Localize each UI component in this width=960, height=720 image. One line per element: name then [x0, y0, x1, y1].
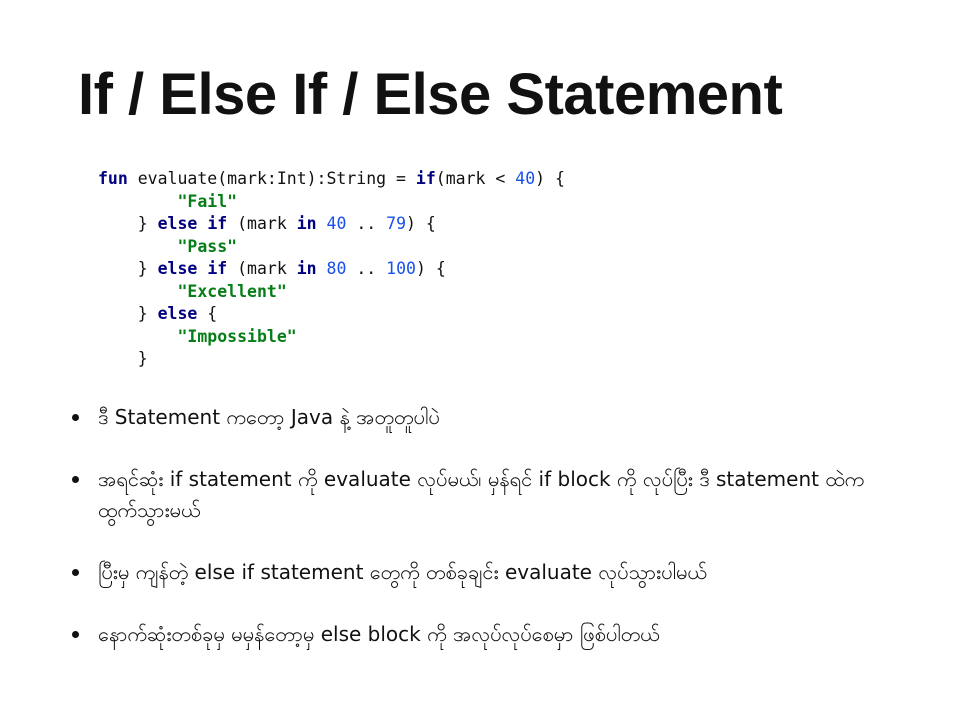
code-keyword: else [157, 259, 198, 278]
bullet-dot-icon [72, 631, 79, 638]
code-text: } [137, 214, 158, 233]
code-text: } [137, 259, 158, 278]
code-text: .. [346, 259, 387, 278]
bullet-dot-icon [72, 476, 79, 483]
bullet-item: ဒီ Statement ကတော့ Java နဲ့ အတူတူပါပဲ [64, 402, 904, 433]
code-line-1: fun evaluate(mark:Int):String = if(mark … [98, 168, 565, 191]
bullet-text: အရင်ဆုံး if statement ကို evaluate လုပ်မ… [98, 467, 865, 522]
code-text [317, 214, 327, 233]
code-number: 40 [515, 169, 536, 188]
slide-title: If / Else If / Else Statement [78, 62, 783, 127]
code-keyword: if [207, 214, 228, 233]
code-line-2: "Fail" [98, 191, 565, 214]
code-keyword: in [296, 214, 317, 233]
code-text: ) { [415, 259, 446, 278]
code-string: "Fail" [177, 191, 238, 211]
code-string: "Impossible" [177, 326, 297, 346]
bullet-text: ပြီးမှ ကျန်တဲ့ else if statement တွေကို … [98, 560, 707, 584]
bullet-dot-icon [72, 414, 79, 421]
code-text: evaluate(mark:Int):String = [127, 169, 416, 188]
code-text [197, 214, 207, 233]
code-line-4: "Pass" [98, 236, 565, 259]
bullet-text: ဒီ Statement ကတော့ Java နဲ့ အတူတူပါပဲ [98, 405, 440, 429]
code-keyword: if [415, 169, 436, 188]
code-keyword: else [157, 304, 198, 323]
bullet-list: ဒီ Statement ကတော့ Java နဲ့ အတူတူပါပဲ အရ… [64, 402, 904, 650]
code-keyword: else [157, 214, 198, 233]
code-keyword: if [207, 259, 228, 278]
code-line-3: } else if (mark in 40 .. 79) { [98, 213, 565, 236]
code-text: } [137, 304, 158, 323]
bullet-text: နောက်ဆုံးတစ်ခုမှ မမှန်တော့မှ else block … [98, 622, 660, 646]
code-text: { [197, 304, 218, 323]
code-line-9: } [98, 348, 565, 371]
code-keyword: in [296, 259, 317, 278]
code-text [317, 259, 327, 278]
code-text [197, 259, 207, 278]
code-text: (mark [227, 214, 297, 233]
code-text: } [137, 349, 148, 368]
code-text: (mark < [435, 169, 516, 188]
bullet-item: အရင်ဆုံး if statement ကို evaluate လုပ်မ… [64, 464, 904, 526]
bullet-dot-icon [72, 569, 79, 576]
code-line-5: } else if (mark in 80 .. 100) { [98, 258, 565, 281]
code-keyword: fun [98, 169, 128, 188]
code-number: 100 [386, 259, 416, 278]
code-block: fun evaluate(mark:Int):String = if(mark … [98, 168, 565, 371]
code-line-6: "Excellent" [98, 281, 565, 304]
bullet-item: နောက်ဆုံးတစ်ခုမှ မမှန်တော့မှ else block … [64, 619, 904, 650]
code-string: "Excellent" [177, 281, 287, 301]
code-line-8: "Impossible" [98, 326, 565, 349]
code-number: 40 [326, 214, 347, 233]
code-string: "Pass" [177, 236, 238, 256]
code-number: 80 [326, 259, 347, 278]
code-text: ) { [535, 169, 565, 188]
code-number: 79 [386, 214, 407, 233]
code-text: .. [346, 214, 387, 233]
bullet-item: ပြီးမှ ကျန်တဲ့ else if statement တွေကို … [64, 557, 904, 588]
code-text: (mark [227, 259, 297, 278]
code-text: ) { [406, 214, 436, 233]
code-line-7: } else { [98, 303, 565, 326]
